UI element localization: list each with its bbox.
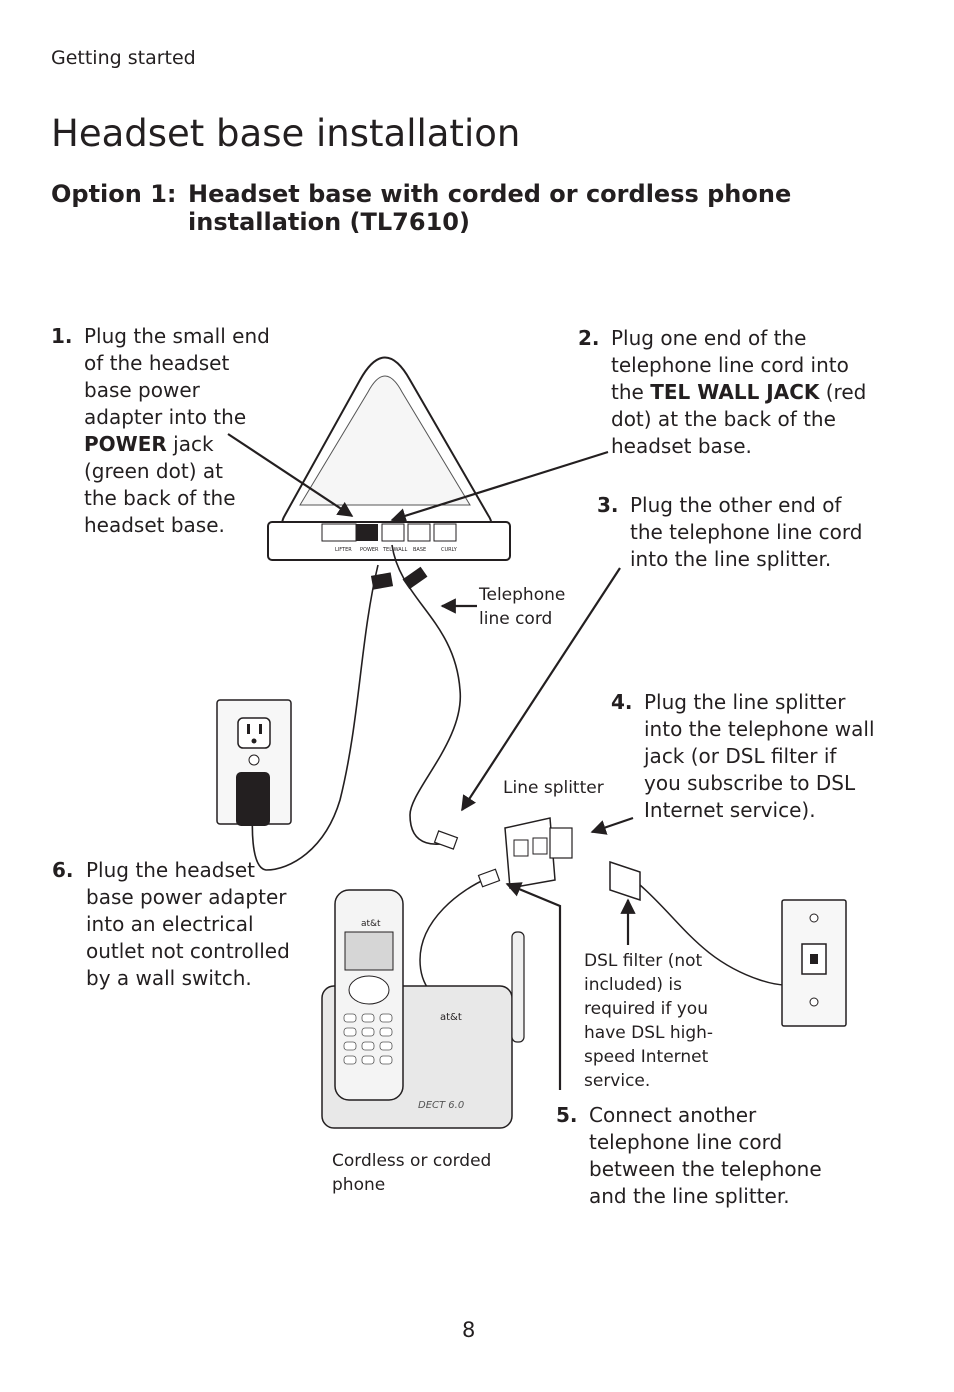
option-label: Option 1:	[51, 180, 177, 208]
page-number: 8	[462, 1318, 476, 1342]
step-number: 4.	[611, 690, 633, 714]
step-number: 6.	[52, 858, 74, 882]
step-number: 3.	[597, 493, 619, 517]
option-title-line2: installation (TL7610)	[188, 208, 470, 236]
step-text: Plug the line splitter into the telephon…	[644, 690, 875, 822]
caption-phone: Cordless or corded phone	[332, 1151, 492, 1195]
step-text: Plug one end of the telephone line cord …	[611, 326, 867, 458]
option-title-line1: Headset base with corded or cordless pho…	[188, 180, 792, 208]
step-2: 2. Plug one end of the telephone line co…	[578, 325, 878, 465]
section-label: Getting started	[51, 47, 196, 69]
svg-text:POWER: POWER	[360, 547, 379, 553]
page-title: Headset base installation	[51, 112, 521, 155]
step-number: 5.	[556, 1103, 578, 1127]
phone-brand: at&t	[361, 919, 381, 929]
dsl-filter	[609, 860, 641, 902]
line-splitter	[504, 817, 573, 889]
caption-telephone-line-cord: Telephone line cord	[479, 585, 566, 629]
step-number: 2.	[578, 326, 600, 350]
step-1: 1. Plug the small end of the headset bas…	[51, 323, 291, 543]
svg-text:CURLY: CURLY	[441, 547, 458, 553]
step-text: Connect another telephone line cord betw…	[589, 1103, 822, 1208]
step-5: 5. Connect another telephone line cord b…	[556, 1102, 846, 1214]
phone-model: DECT 6.0	[418, 1100, 464, 1111]
caption-line-splitter: Line splitter	[503, 778, 604, 798]
telephone-wall-jack	[781, 899, 847, 1027]
headset-base: LIFTER POWER TEL WALL BASE CURLY	[267, 356, 511, 561]
base-brand: at&t	[440, 1012, 462, 1023]
step-6: 6. Plug the headset base power adapter i…	[52, 857, 312, 997]
step-text: Plug the small end of the headset base p…	[84, 324, 270, 537]
step-number: 1.	[51, 324, 73, 348]
caption-dsl-filter: DSL filter (not included) is required if…	[584, 951, 714, 1091]
step-text: Plug the other end of the telephone line…	[630, 493, 863, 571]
svg-text:TEL WALL: TEL WALL	[382, 547, 407, 553]
svg-text:LIFTER: LIFTER	[335, 547, 352, 553]
step-4: 4. Plug the line splitter into the telep…	[611, 689, 901, 829]
step-text: Plug the headset base power adapter into…	[86, 858, 290, 990]
svg-text:BASE: BASE	[413, 547, 426, 553]
step-3: 3. Plug the other end of the telephone l…	[597, 492, 887, 582]
electrical-outlet	[216, 699, 292, 826]
cordless-phone: at&t at&t DECT 6.0	[321, 889, 525, 1129]
